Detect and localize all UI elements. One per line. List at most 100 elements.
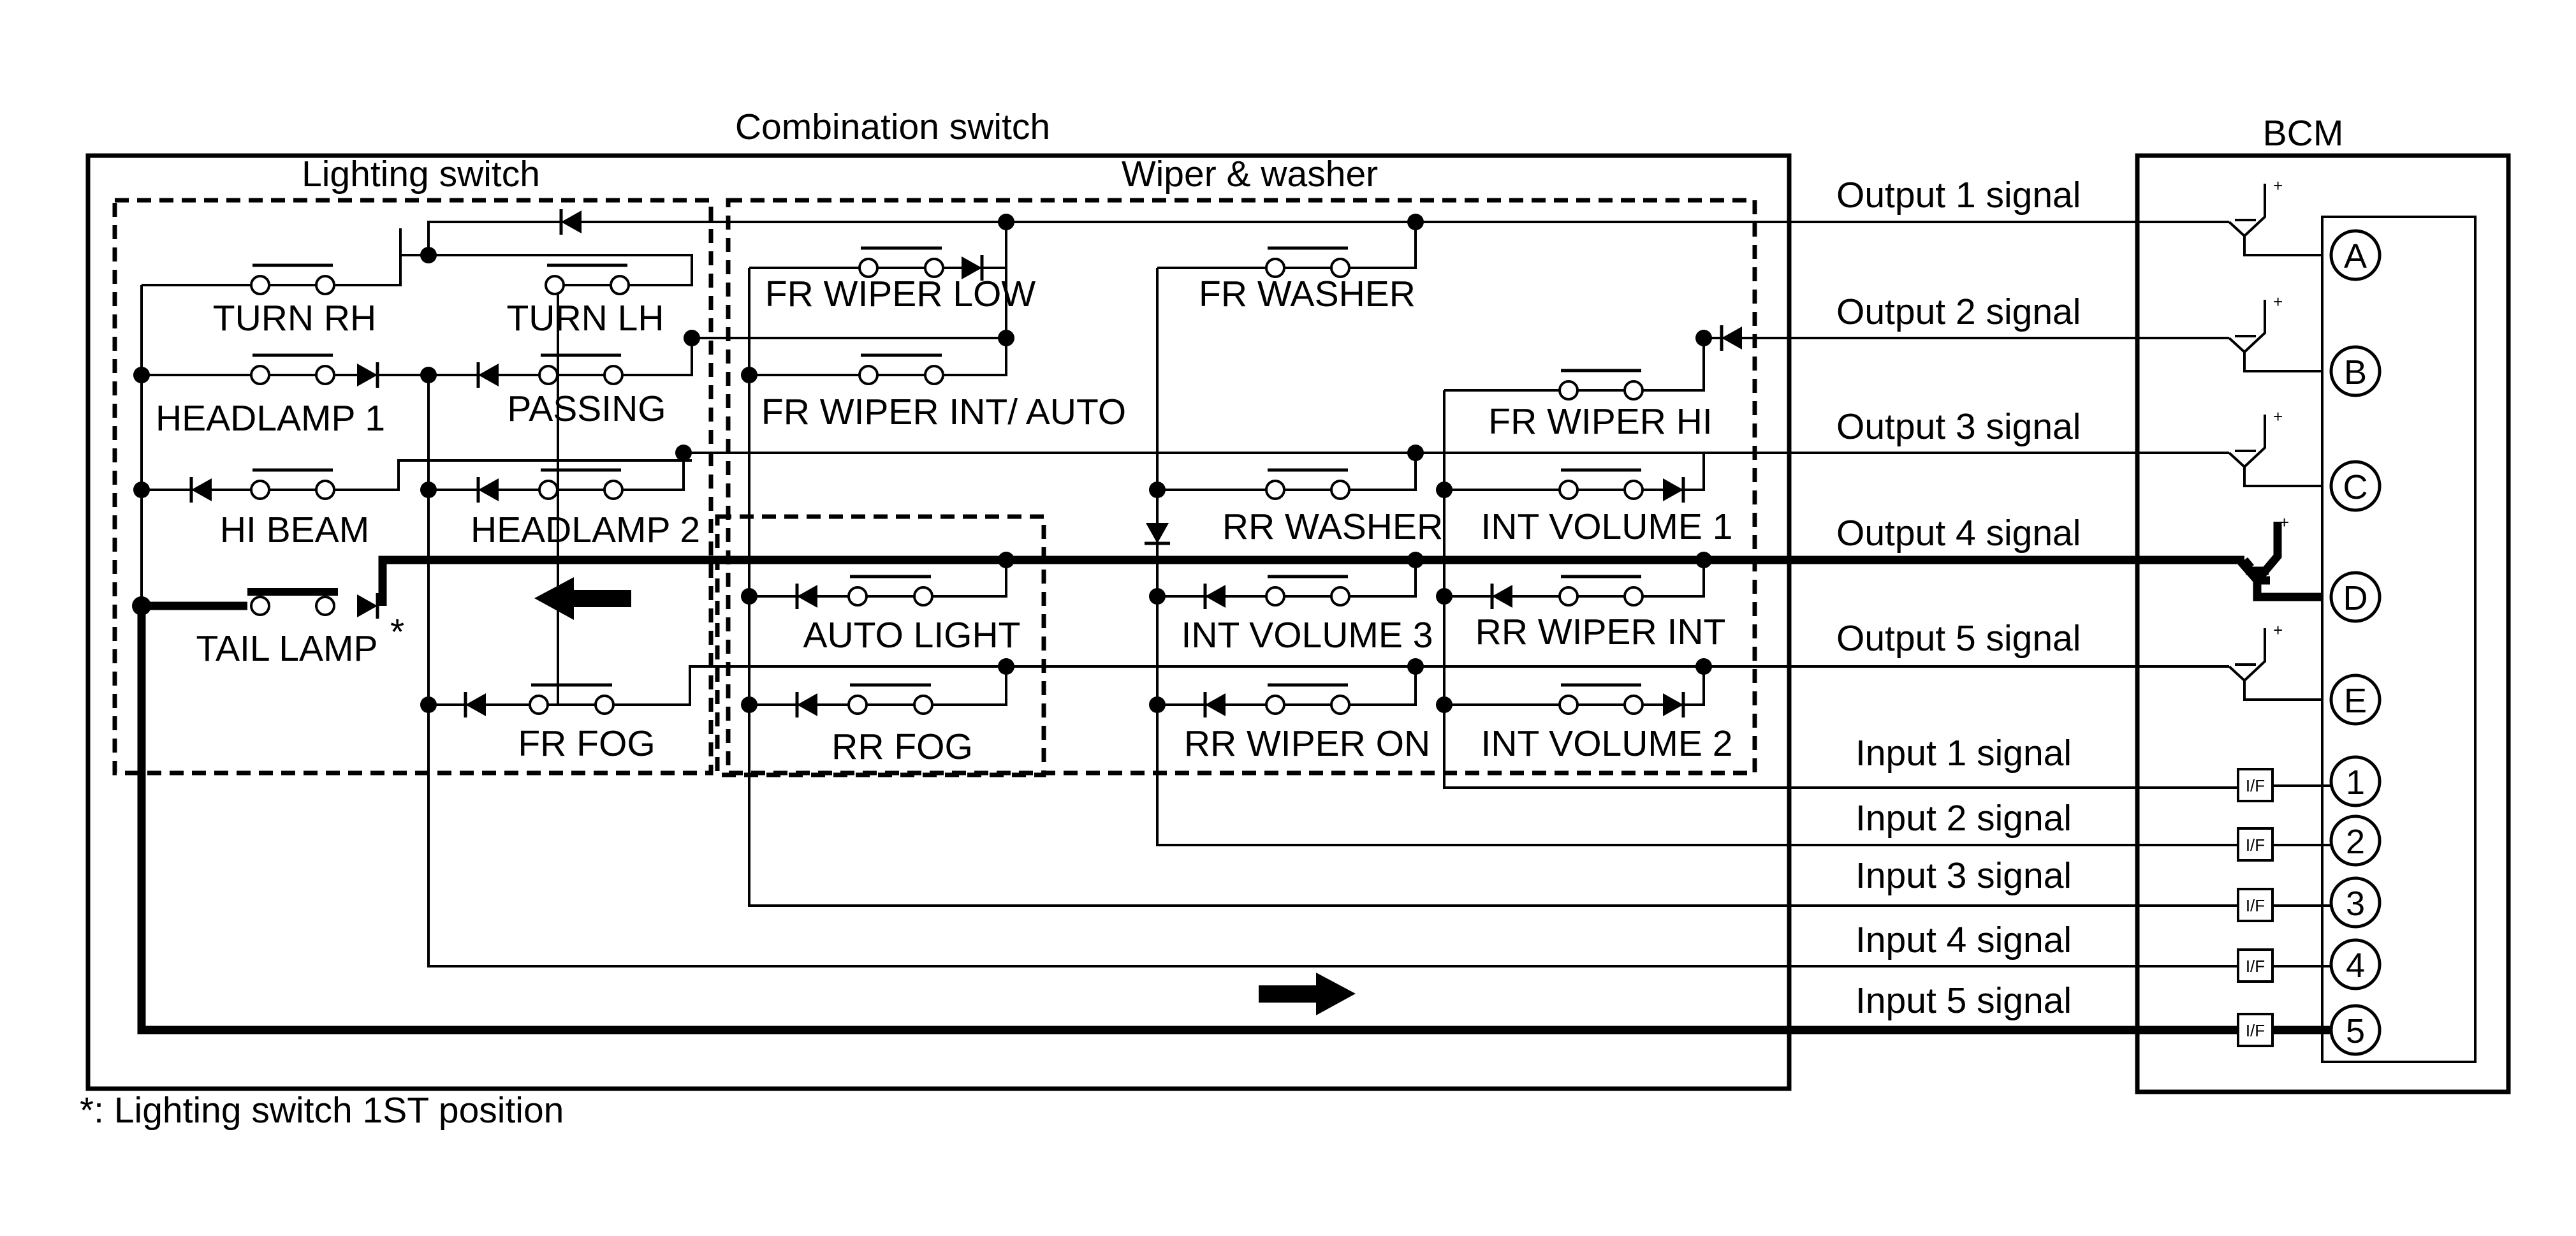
terminal-a: A [2329,229,2382,281]
svg-text:I/F: I/F [2246,957,2265,976]
bcm-box [2135,153,2511,1094]
left-arrow-icon [534,577,631,620]
if-box-5: I/F [2237,1013,2274,1047]
label-output1: Output 1 signal [1836,175,2081,216]
svg-text:A: A [2344,237,2367,276]
label-rr-wiper-on: RR WIPER ON [1184,723,1430,764]
switch-labels: TURN RH TURN LH HEADLAMP 1 PASSING HI BE… [156,274,1732,767]
svg-text:4: 4 [2346,946,2365,985]
svg-text:2: 2 [2346,823,2365,861]
transistor-a: + [2228,176,2322,256]
svg-text:I/F: I/F [2246,1021,2265,1040]
svg-text:3: 3 [2346,885,2365,923]
lighting-switch-title: Lighting switch [302,154,540,195]
right-arrow-icon [1259,973,1356,1015]
svg-text:I/F: I/F [2246,896,2265,915]
label-input4: Input 4 signal [1855,920,2072,960]
switch-int-volume2 [1558,683,1685,717]
switch-int-volume3 [1203,575,1350,609]
footnote: *: Lighting switch 1ST position [80,1090,564,1131]
switch-fr-wiper-int-auto [858,353,944,385]
wiper-washer-title: Wiper & washer [1122,154,1378,195]
label-output2: Output 2 signal [1836,291,2081,332]
signal-labels: Output 1 signal Output 2 signal Output 3… [1836,175,2081,1021]
label-auto-light: AUTO LIGHT [803,615,1021,656]
switch-rr-washer [1145,468,1350,545]
switch-headlamp2 [476,468,624,503]
label-fr-wiper-low: FR WIPER LOW [765,274,1036,314]
terminal-5: 5 [2329,1004,2382,1056]
terminal-1: 1 [2329,755,2382,807]
if-box-3: I/F [2237,888,2274,922]
switch-auto-light [795,575,933,609]
svg-text:I/F: I/F [2246,835,2265,855]
switch-headlamp1 [250,353,379,388]
switch-turn-lh [545,263,630,295]
terminal-b: B [2329,345,2382,397]
label-fr-wiper-hi: FR WIPER HI [1488,401,1713,442]
label-tail-lamp-mark: * [390,612,404,652]
svg-text:+: + [2273,292,2283,311]
switch-int-volume1 [1558,468,1685,503]
switch-tail-lamp [247,588,379,619]
svg-text:E: E [2344,682,2367,720]
label-input2: Input 2 signal [1855,798,2072,839]
label-headlamp2: HEADLAMP 2 [471,510,700,550]
svg-text:D: D [2343,579,2368,617]
svg-text:+: + [2280,513,2289,532]
interface-boxes: I/F I/F I/F I/F I/F [2237,768,2331,1047]
label-rr-wiper-int: RR WIPER INT [1475,612,1726,652]
transistor-e: + [2228,621,2322,701]
if-box-1: I/F [2237,768,2274,802]
combination-switch-title: Combination switch [735,107,1050,147]
svg-text:+: + [2273,176,2283,195]
terminal-2: 2 [2329,814,2382,867]
lighting-switch-box [112,198,714,776]
transistor-b: + [2228,292,2322,372]
label-tail-lamp: TAIL LAMP [196,628,377,669]
transistor-c: + [2228,407,2322,487]
label-fr-wiper-int-auto: FR WIPER INT/ AUTO [761,392,1126,432]
label-output3: Output 3 signal [1836,406,2081,447]
svg-text:+: + [2273,407,2283,426]
svg-text:I/F: I/F [2246,776,2265,795]
label-passing: PASSING [507,388,666,429]
label-hi-beam: HI BEAM [220,510,369,550]
terminal-e: E [2329,673,2382,726]
label-input1: Input 1 signal [1855,733,2072,774]
label-output5: Output 5 signal [1836,618,2081,659]
terminal-4: 4 [2329,938,2382,990]
label-output4: Output 4 signal [1836,513,2081,554]
bcm-title: BCM [2263,113,2344,154]
terminal-3: 3 [2329,876,2382,929]
svg-text:C: C [2343,468,2368,506]
label-input5: Input 5 signal [1855,980,2072,1021]
label-int-volume3: INT VOLUME 3 [1182,615,1433,656]
combination-switch-box [85,153,1792,1091]
bcm-inner-box [2321,216,2477,1063]
switch-fr-fog [464,683,615,717]
switch-fr-washer [1265,246,1350,278]
label-int-volume1: INT VOLUME 1 [1481,506,1733,547]
label-fr-fog: FR FOG [518,723,655,764]
switch-turn-rh [250,263,335,295]
svg-text:B: B [2344,353,2367,392]
label-input3: Input 3 signal [1855,855,2072,896]
svg-text:1: 1 [2346,763,2365,802]
label-int-volume2: INT VOLUME 2 [1481,723,1733,764]
thin-wiring [140,221,2244,967]
switch-fr-wiper-low [858,246,984,281]
label-rr-fog: RR FOG [831,726,973,767]
if-box-2: I/F [2237,827,2274,862]
switch-fr-wiper-hi [1558,325,1742,401]
junction-nodes [132,214,1712,713]
bcm-transistors: + + + + + [2228,176,2322,701]
wiper-washer-box [726,198,1757,776]
label-fr-washer: FR WASHER [1199,274,1416,314]
terminal-c: C [2329,460,2382,512]
transistor-d: + [2246,513,2289,584]
switch-hi-beam [189,468,335,503]
label-rr-washer: RR WASHER [1222,506,1443,547]
label-turn-rh: TURN RH [213,298,376,339]
bcm-terminals: A B C D E 1 2 3 [2329,229,2382,1056]
